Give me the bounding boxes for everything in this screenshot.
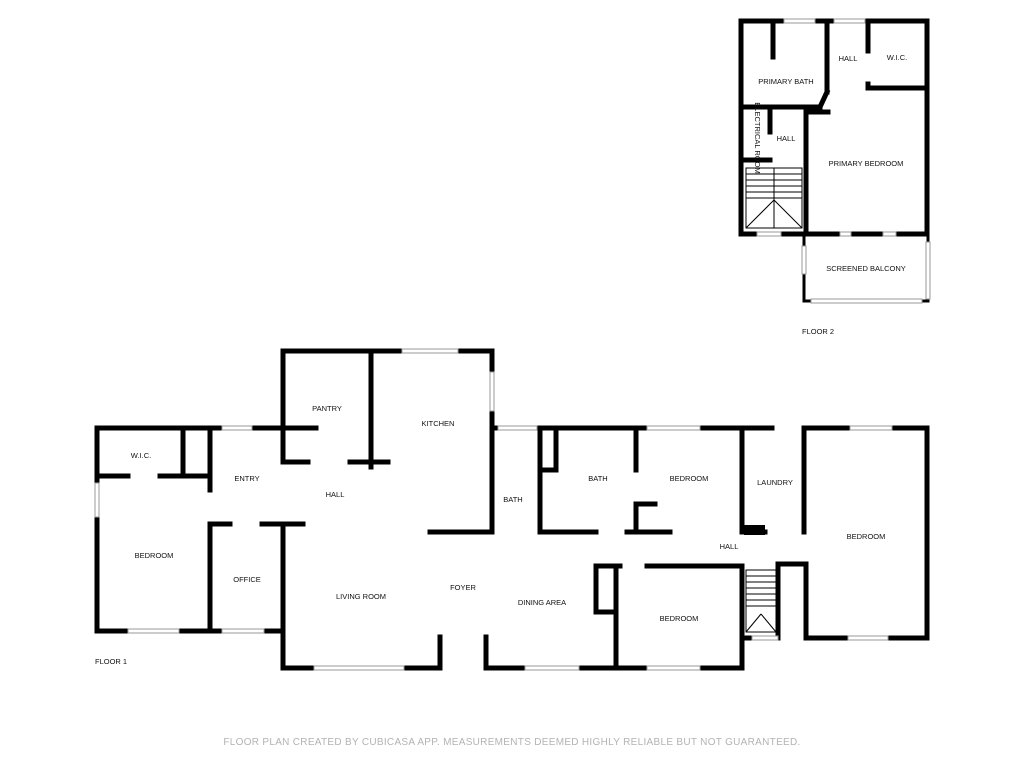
bath-1-label: BATH [503, 495, 522, 504]
living-room-label: LIVING ROOM [336, 592, 386, 601]
bedroom-right-label: BEDROOM [847, 532, 886, 541]
bedroom-bottom-label: BEDROOM [660, 614, 699, 623]
floor-1-stairs [745, 569, 777, 633]
hall-small-label: HALL [777, 134, 796, 143]
floor-1-walls [94, 348, 930, 671]
foyer-label: FOYER [450, 583, 476, 592]
footer-disclaimer: FLOOR PLAN CREATED BY CUBICASA APP. MEAS… [223, 737, 800, 748]
floor-1-label: FLOOR 1 [95, 657, 127, 666]
office-label: OFFICE [233, 575, 261, 584]
screened-balcony-label: SCREENED BALCONY [826, 264, 906, 273]
hall-main-label: HALL [326, 490, 345, 499]
hall-right-label: HALL [720, 542, 739, 551]
primary-bedroom-label: PRIMARY BEDROOM [829, 159, 904, 168]
wic-floor1-label: W.I.C. [131, 451, 151, 460]
hall-top-label: HALL [839, 54, 858, 63]
pantry-label: PANTRY [312, 404, 342, 413]
floor-2-label: FLOOR 2 [802, 327, 834, 336]
bath-2-label: BATH [588, 474, 607, 483]
floor-2-windows [756, 18, 931, 304]
kitchen-label: KITCHEN [422, 419, 455, 428]
wic-floor2-label: W.I.C. [887, 53, 907, 62]
bedroom-left-label: BEDROOM [135, 551, 174, 560]
bedroom-center-label: BEDROOM [670, 474, 709, 483]
floor-2-plan: PRIMARY BATH HALL W.I.C. ELECTRICAL ROOM… [738, 18, 931, 336]
laundry-label: LAUNDRY [757, 478, 793, 487]
dining-area-label: DINING AREA [518, 598, 566, 607]
primary-bath-label: PRIMARY BATH [758, 77, 813, 86]
entry-label: ENTRY [234, 474, 259, 483]
floor-2-stairs [745, 167, 803, 229]
electrical-room-label: ELECTRICAL ROOM [753, 102, 762, 173]
floor-1-plan: PANTRY KITCHEN W.I.C. ENTRY HALL BEDROOM… [94, 348, 930, 671]
floor-1-windows [94, 348, 893, 671]
